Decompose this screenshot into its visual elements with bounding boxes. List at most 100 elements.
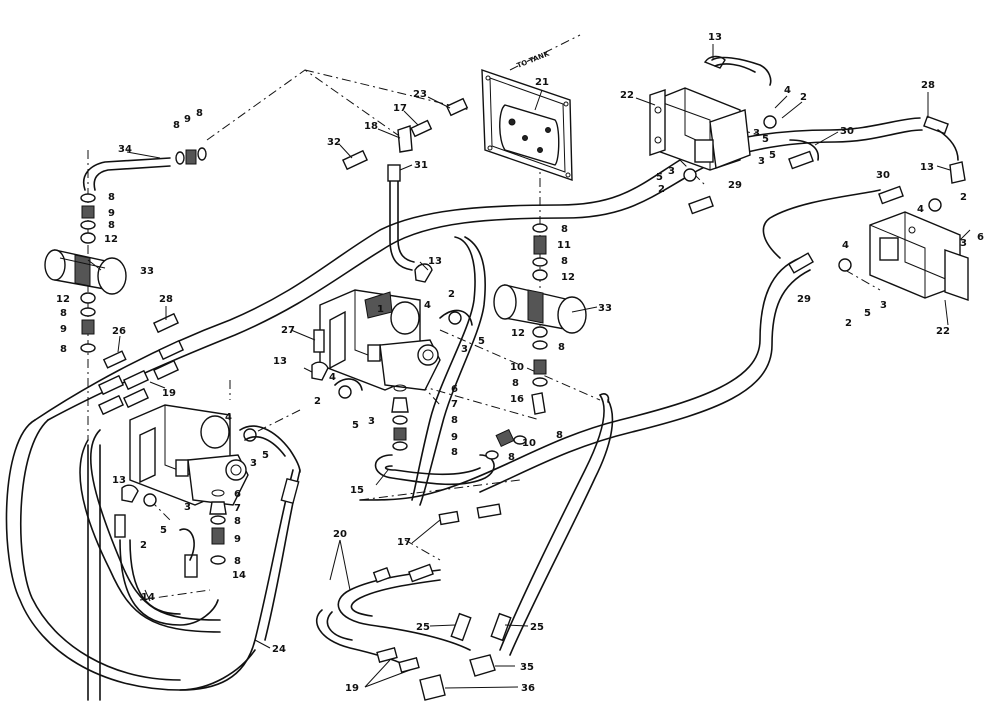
valve-right (869, 211, 969, 301)
callout-label: 12 (561, 272, 575, 283)
callout-label: 3 (461, 344, 468, 355)
callout-label: 7 (234, 503, 241, 514)
callout-label: 30 (840, 126, 854, 137)
callout-label: 5 (769, 150, 776, 161)
callout-label: 33 (140, 266, 154, 277)
callout-label: 3 (960, 238, 967, 249)
callout-label: 2 (448, 289, 455, 300)
callout-label: 2 (314, 396, 321, 407)
callout-label: 5 (864, 308, 871, 319)
callout-label: 18 (364, 121, 378, 132)
callout-label: 23 (413, 89, 427, 100)
hose-15 (374, 454, 495, 486)
leader-lines (87, 44, 971, 689)
callout-label: 9 (451, 432, 458, 443)
callout-label: 6 (451, 384, 458, 395)
callout-label: 5 (160, 525, 167, 536)
callout-label: 14 (232, 570, 246, 581)
pump-center (319, 289, 441, 391)
callout-label: 9 (60, 324, 67, 335)
callout-label: 19 (345, 683, 359, 694)
callout-label: 8 (60, 344, 67, 355)
callout-label: 5 (478, 336, 485, 347)
callout-label: 22 (620, 90, 634, 101)
callout-label: 13 (708, 32, 722, 43)
callout-label: 2 (845, 318, 852, 329)
callout-label: 2 (800, 92, 807, 103)
callout-label: 11 (557, 240, 571, 251)
callout-label: 9 (234, 534, 241, 545)
filter-left (44, 249, 127, 295)
callout-label: 25 (530, 622, 544, 633)
callout-labels: 13 22 4 2 30 28 21 23 17 18 32 31 8 9 8 … (56, 32, 984, 694)
callout-label: 12 (56, 294, 70, 305)
callout-label: 8 (196, 108, 203, 119)
callout-label: 24 (272, 644, 286, 655)
tank-cover-plate: TO TANK (481, 49, 573, 181)
callout-label: 7 (451, 399, 458, 410)
callout-label: 10 (522, 438, 536, 449)
callout-label: 3 (368, 416, 375, 427)
callout-label: 8 (451, 415, 458, 426)
callout-label: 34 (118, 144, 132, 155)
callout-label: 5 (762, 134, 769, 145)
callout-label: 5 (352, 420, 359, 431)
callout-label: 4 (842, 240, 849, 251)
callout-label: 8 (451, 447, 458, 458)
callout-label: 1 (377, 304, 384, 315)
callout-label: 4 (784, 85, 791, 96)
callout-label: 5 (262, 450, 269, 461)
callout-label: 5 (656, 172, 663, 183)
callout-label: 8 (508, 452, 515, 463)
callout-label: 17 (393, 103, 407, 114)
callout-label: 13 (112, 475, 126, 486)
callout-label: 8 (558, 342, 565, 353)
callout-label: 8 (512, 378, 519, 389)
callout-label: 13 (920, 162, 934, 173)
callout-label: 4 (225, 412, 232, 423)
callout-label: 3 (880, 300, 887, 311)
callout-label: 8 (556, 430, 563, 441)
tube-31 (389, 179, 415, 271)
callout-label: 31 (414, 160, 428, 171)
pump-left (129, 404, 249, 506)
callout-label: 33 (598, 303, 612, 314)
callout-label: 30 (876, 170, 890, 181)
callout-label: 3 (668, 166, 675, 177)
fittings (80, 55, 966, 701)
hose-34 (83, 157, 171, 191)
callout-label: 10 (510, 362, 524, 373)
callout-label: 27 (281, 325, 295, 336)
callout-label: 4 (424, 300, 431, 311)
callout-label: 8 (234, 556, 241, 567)
callout-label: 25 (416, 622, 430, 633)
callout-label: 2 (960, 192, 967, 203)
filter-center (493, 284, 587, 334)
callout-label: 29 (797, 294, 811, 305)
callout-label: 3 (184, 502, 191, 513)
callout-label: 21 (535, 77, 549, 88)
callout-label: 15 (350, 485, 364, 496)
callout-label: 13 (273, 356, 287, 367)
callout-label: 2 (140, 540, 147, 551)
callout-label: 13 (428, 256, 442, 267)
callout-label: 9 (108, 208, 115, 219)
callout-label: 9 (184, 114, 191, 125)
callout-label: 8 (561, 256, 568, 267)
callout-label: 4 (917, 204, 924, 215)
callout-label: 12 (104, 234, 118, 245)
callout-label: 35 (520, 662, 534, 673)
callout-label: 8 (108, 220, 115, 231)
hose-runs (5, 117, 923, 701)
callout-label: 6 (977, 232, 984, 243)
callout-label: 12 (511, 328, 525, 339)
callout-label: 8 (234, 516, 241, 527)
callout-label: 3 (250, 458, 257, 469)
callout-label: 22 (936, 326, 950, 337)
callout-label: 8 (173, 120, 180, 131)
callout-label: 32 (327, 137, 341, 148)
callout-label: 3 (753, 128, 760, 139)
callout-label: 8 (60, 308, 67, 319)
